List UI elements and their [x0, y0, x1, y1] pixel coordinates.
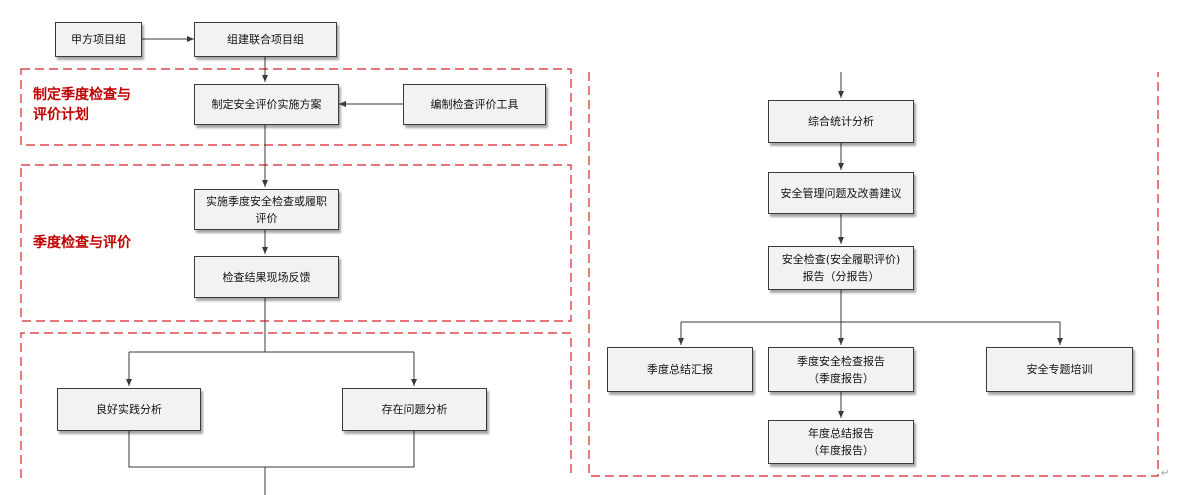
node-sub-report: 安全检查(安全履职评价) 报告（分报告） [768, 246, 914, 290]
node-conduct-inspection: 实施季度安全检查或履职 评价 [194, 189, 339, 230]
node-annual-report: 年度总结报告 （年度报告） [768, 420, 914, 464]
node-sub-report-label: 安全检查(安全履职评价) 报告（分报告） [781, 253, 901, 283]
region-inspect-label: 季度检查与评价 [33, 235, 131, 251]
region-right-border [588, 72, 1159, 477]
region-inspect-border [20, 164, 572, 322]
node-stat-analysis-label: 综合统计分析 [808, 115, 874, 128]
node-onsite-feedback-label: 检查结果现场反馈 [222, 270, 311, 284]
node-problem-analysis-label: 存在问题分析 [381, 403, 448, 416]
node-make-plan-label: 制定安全评价实施方案 [211, 98, 322, 111]
node-mgmt-suggestions: 安全管理问题及改善建议 [768, 172, 914, 214]
node-problem-analysis: 存在问题分析 [342, 388, 487, 431]
line-merge-analysis [128, 431, 415, 468]
node-mgmt-suggestions-label: 安全管理问题及改善建议 [780, 186, 902, 200]
node-form-joint-team-label: 组建联合项目组 [227, 33, 304, 46]
node-quarter-summary: 季度总结汇报 [607, 347, 753, 392]
node-make-plan: 制定安全评价实施方案 [194, 84, 339, 125]
region-plan-label: 制定季度检查与 评价计划 [33, 87, 131, 123]
node-party-a-team: 甲方项目组 [55, 22, 142, 57]
node-good-practice: 良好实践分析 [57, 388, 201, 431]
node-onsite-feedback: 检查结果现场反馈 [194, 256, 339, 298]
node-annual-report-label: 年度总结报告 （年度报告） [808, 427, 874, 457]
node-safety-training-label: 安全专题培训 [1026, 363, 1093, 376]
node-party-a-team-label: 甲方项目组 [71, 33, 126, 46]
node-quarter-report-label: 季度安全检查报告 （季度报告） [797, 354, 885, 385]
node-compile-tools: 编制检查评价工具 [403, 84, 546, 125]
node-quarter-report: 季度安全检查报告 （季度报告） [768, 347, 914, 392]
paragraph-return-mark: ↵ [1161, 468, 1170, 479]
node-form-joint-team: 组建联合项目组 [194, 22, 337, 57]
node-quarter-summary-label: 季度总结汇报 [647, 363, 713, 376]
node-good-practice-label: 良好实践分析 [96, 403, 162, 416]
node-conduct-inspection-label: 实施季度安全检查或履职 评价 [206, 194, 327, 225]
region-analysis-border [20, 332, 572, 478]
node-stat-analysis: 综合统计分析 [768, 100, 914, 143]
node-safety-training: 安全专题培训 [986, 347, 1133, 392]
node-compile-tools-label: 编制检查评价工具 [430, 98, 519, 111]
region-plan-border [20, 68, 572, 146]
